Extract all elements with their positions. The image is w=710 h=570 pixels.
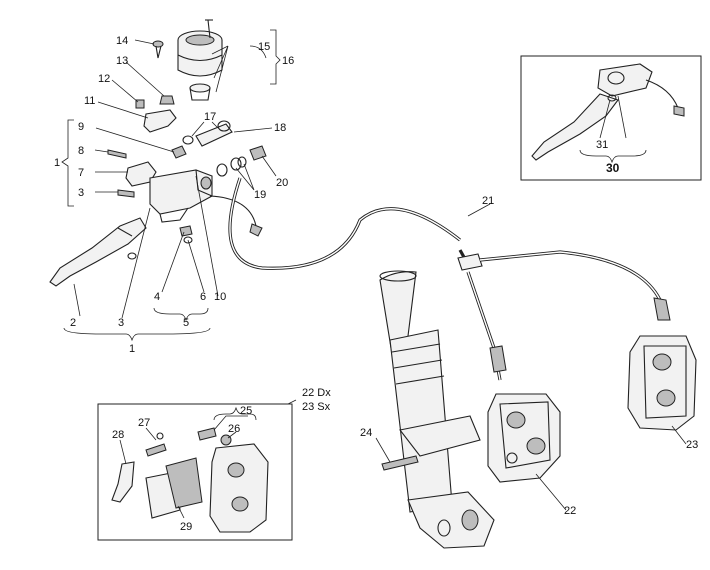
callout-19: 19 [254, 189, 266, 201]
bleeder-25 [197, 427, 217, 441]
callout-11: 11 [84, 95, 95, 107]
bracket-11 [143, 109, 177, 133]
screw-3 [117, 189, 135, 198]
callout-4: 4 [154, 291, 160, 303]
callout-2: 2 [70, 317, 76, 329]
brake-pad-29b [165, 457, 203, 509]
callout-15: 15 [258, 41, 270, 53]
inset-caliper [209, 443, 269, 533]
caliper-22 [487, 393, 561, 483]
inset-lever-assembly [520, 55, 702, 181]
callout-8: 8 [78, 145, 84, 157]
nut-13 [159, 95, 175, 105]
callout-23: 23 [686, 439, 698, 451]
pivot-bolt-4 [179, 225, 193, 237]
inset-box-top [520, 55, 702, 181]
callout-21: 21 [482, 195, 494, 207]
banjo-bolt-washers [216, 145, 267, 177]
fluid-reservoir [177, 19, 223, 101]
callout-12: 12 [98, 73, 110, 85]
brake-lever [49, 217, 147, 287]
callout-30: 30 [606, 161, 620, 175]
screw-14 [152, 40, 164, 59]
leader-lines [61, 29, 687, 519]
fork-leg [379, 270, 495, 549]
callout-17: 17 [204, 111, 216, 123]
screw-8 [107, 149, 127, 159]
nut-6 [183, 236, 193, 244]
callout-22: 22 [564, 505, 576, 517]
switch-cable [209, 195, 257, 227]
callout-18: 18 [274, 122, 286, 134]
callout-10: 10 [214, 291, 226, 303]
caliper-23 [627, 335, 697, 431]
callout-13: 13 [116, 55, 128, 67]
callout-31: 31 [596, 139, 608, 151]
callout-29: 29 [180, 521, 192, 533]
reservoir-hose-18 [182, 120, 233, 147]
inset-box-bottom [97, 403, 293, 541]
callout-3-top: 3 [78, 187, 84, 199]
callout-26: 26 [228, 423, 240, 435]
caliper-note-dx: 22 Dx [302, 387, 331, 399]
callout-7: 7 [78, 167, 84, 179]
callout-9: 9 [78, 121, 84, 133]
callout-labels: 14 13 12 11 9 8 7 3 1 15 16 17 18 19 20 … [54, 35, 698, 533]
pad-pin-28 [111, 461, 135, 503]
callout-1-bottom: 1 [129, 343, 135, 355]
callout-5: 5 [183, 317, 189, 329]
inset-pads-caliper [97, 403, 293, 541]
caliper-note-sx: 23 Sx [302, 401, 331, 413]
bolt-27 [145, 443, 167, 457]
callout-27: 27 [138, 417, 150, 429]
callout-14: 14 [116, 35, 128, 47]
callout-6: 6 [200, 291, 206, 303]
fitting-9 [171, 145, 187, 159]
master-cylinder-body [149, 169, 213, 223]
brake-hose-21 [228, 177, 671, 381]
callout-25: 25 [240, 405, 252, 417]
pin-3 [127, 252, 137, 260]
bolt-24 [381, 455, 419, 471]
callout-28: 28 [112, 429, 124, 441]
callout-1-left: 1 [54, 157, 60, 169]
callout-16: 16 [282, 55, 294, 67]
hose-splitter [457, 253, 483, 271]
callout-24: 24 [360, 427, 372, 439]
callout-20: 20 [276, 177, 288, 189]
callout-3-bottom: 3 [118, 317, 124, 329]
